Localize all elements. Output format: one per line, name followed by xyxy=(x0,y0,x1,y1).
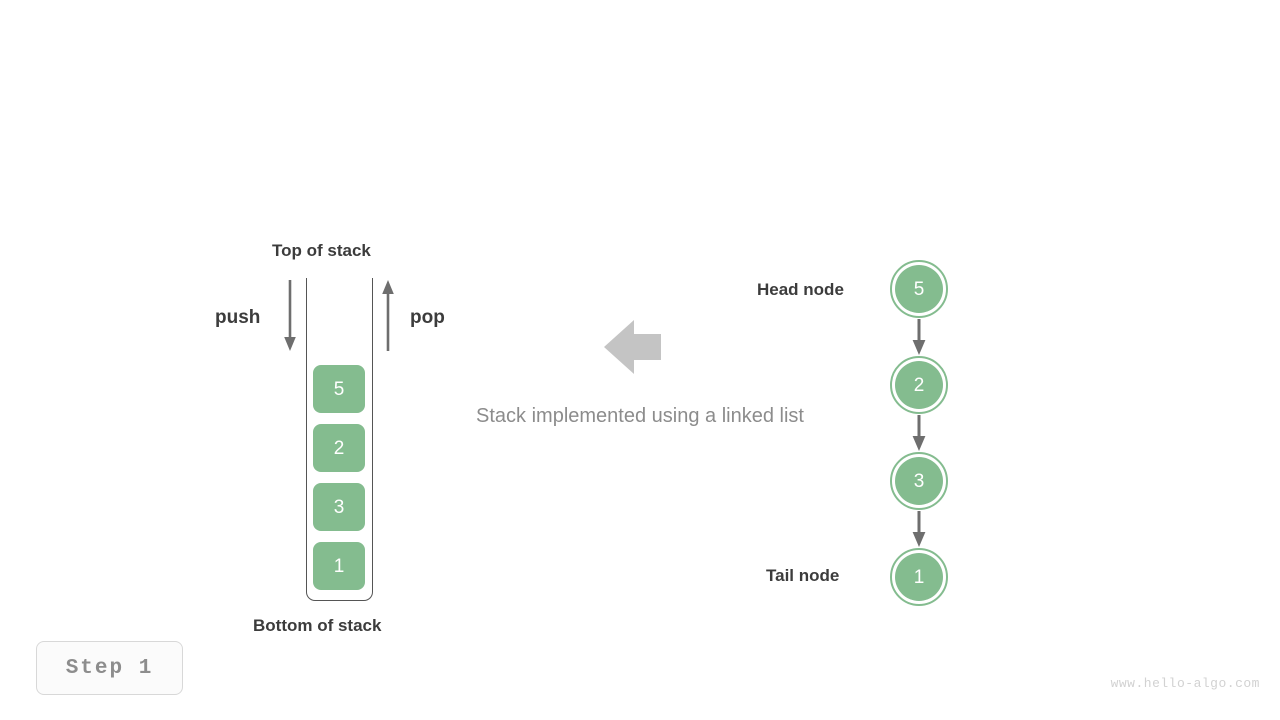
linked-list-node: 3 xyxy=(890,452,948,510)
stack-cell: 1 xyxy=(313,542,365,590)
linked-list-node-value: 5 xyxy=(895,265,943,313)
linked-list-node: 5 xyxy=(890,260,948,318)
conversion-arrow-icon xyxy=(604,320,661,374)
step-badge: Step 1 xyxy=(36,641,183,695)
linked-list-node: 2 xyxy=(890,356,948,414)
watermark: www.hello-algo.com xyxy=(1110,676,1260,691)
stack-panel: Top of stack push pop 5 2 3 1 Bottom of … xyxy=(0,0,520,720)
linked-list-node-value: 3 xyxy=(895,457,943,505)
bottom-of-stack-label: Bottom of stack xyxy=(253,616,382,635)
stack-cell: 5 xyxy=(313,365,365,413)
push-label: push xyxy=(215,307,261,328)
linked-list-connector-icon xyxy=(912,415,926,451)
stack-cell: 3 xyxy=(313,483,365,531)
pop-label: pop xyxy=(410,307,445,328)
linked-list-node: 1 xyxy=(890,548,948,606)
linked-list-node-value: 1 xyxy=(895,553,943,601)
tail-node-label: Tail node xyxy=(766,566,840,585)
linked-list-node-value: 2 xyxy=(895,361,943,409)
stack-cell: 2 xyxy=(313,424,365,472)
transform-caption: Stack implemented using a linked list xyxy=(476,405,804,427)
linked-list-connector-icon xyxy=(912,319,926,355)
head-node-label: Head node xyxy=(757,280,844,299)
stack-container xyxy=(306,278,373,601)
top-of-stack-label: Top of stack xyxy=(272,241,371,260)
linked-list-connector-icon xyxy=(912,511,926,547)
